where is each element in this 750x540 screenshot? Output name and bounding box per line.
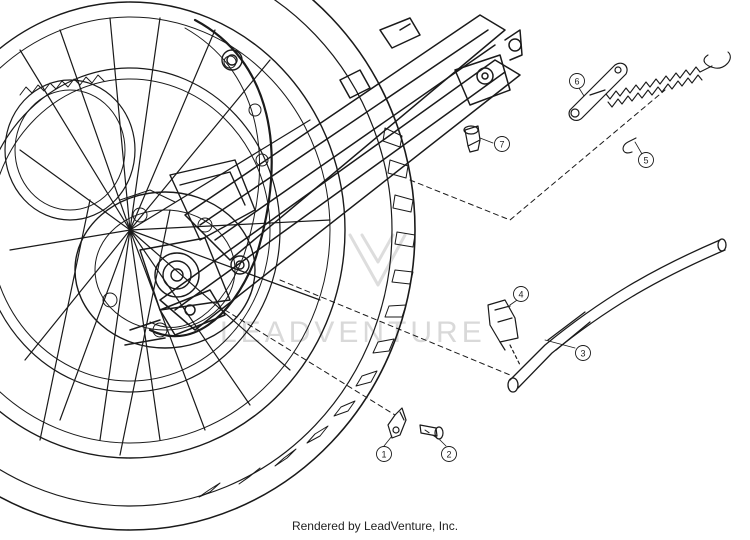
callout-label-6: 6 (574, 77, 579, 87)
callout-1: 1 (376, 446, 392, 462)
callout-7: 7 (494, 136, 510, 152)
clip-icon (387, 407, 407, 439)
rubber-pad-icon (487, 299, 521, 366)
bracket-icon (568, 62, 628, 122)
callout-label-2: 2 (446, 450, 451, 460)
caliper-axle-icon (139, 49, 256, 311)
bolt-2-icon (419, 424, 444, 440)
brake-disc-icon (74, 189, 256, 349)
footer-credit: Rendered by LeadVenture, Inc. (291, 519, 459, 533)
callout-label-3: 3 (580, 349, 585, 359)
callout-label-1: 1 (381, 450, 386, 460)
swingarm-icon (124, 14, 523, 346)
callout-3: 3 (575, 345, 591, 361)
rear-wheel-icon (0, 0, 416, 531)
watermark-logo-icon (348, 233, 407, 287)
bolt-icon (463, 125, 481, 153)
callout-label-4: 4 (518, 290, 523, 300)
callout-label-7: 7 (499, 140, 504, 150)
callout-2: 2 (441, 446, 457, 462)
kickstand-rod-icon (507, 238, 727, 393)
callout-label-5: 5 (643, 156, 648, 166)
callout-6: 6 (569, 73, 585, 89)
spring-icon (605, 51, 731, 154)
watermark-text: LEADVENTURE (220, 316, 486, 349)
callout-4: 4 (513, 286, 529, 302)
callout-5: 5 (638, 152, 654, 168)
